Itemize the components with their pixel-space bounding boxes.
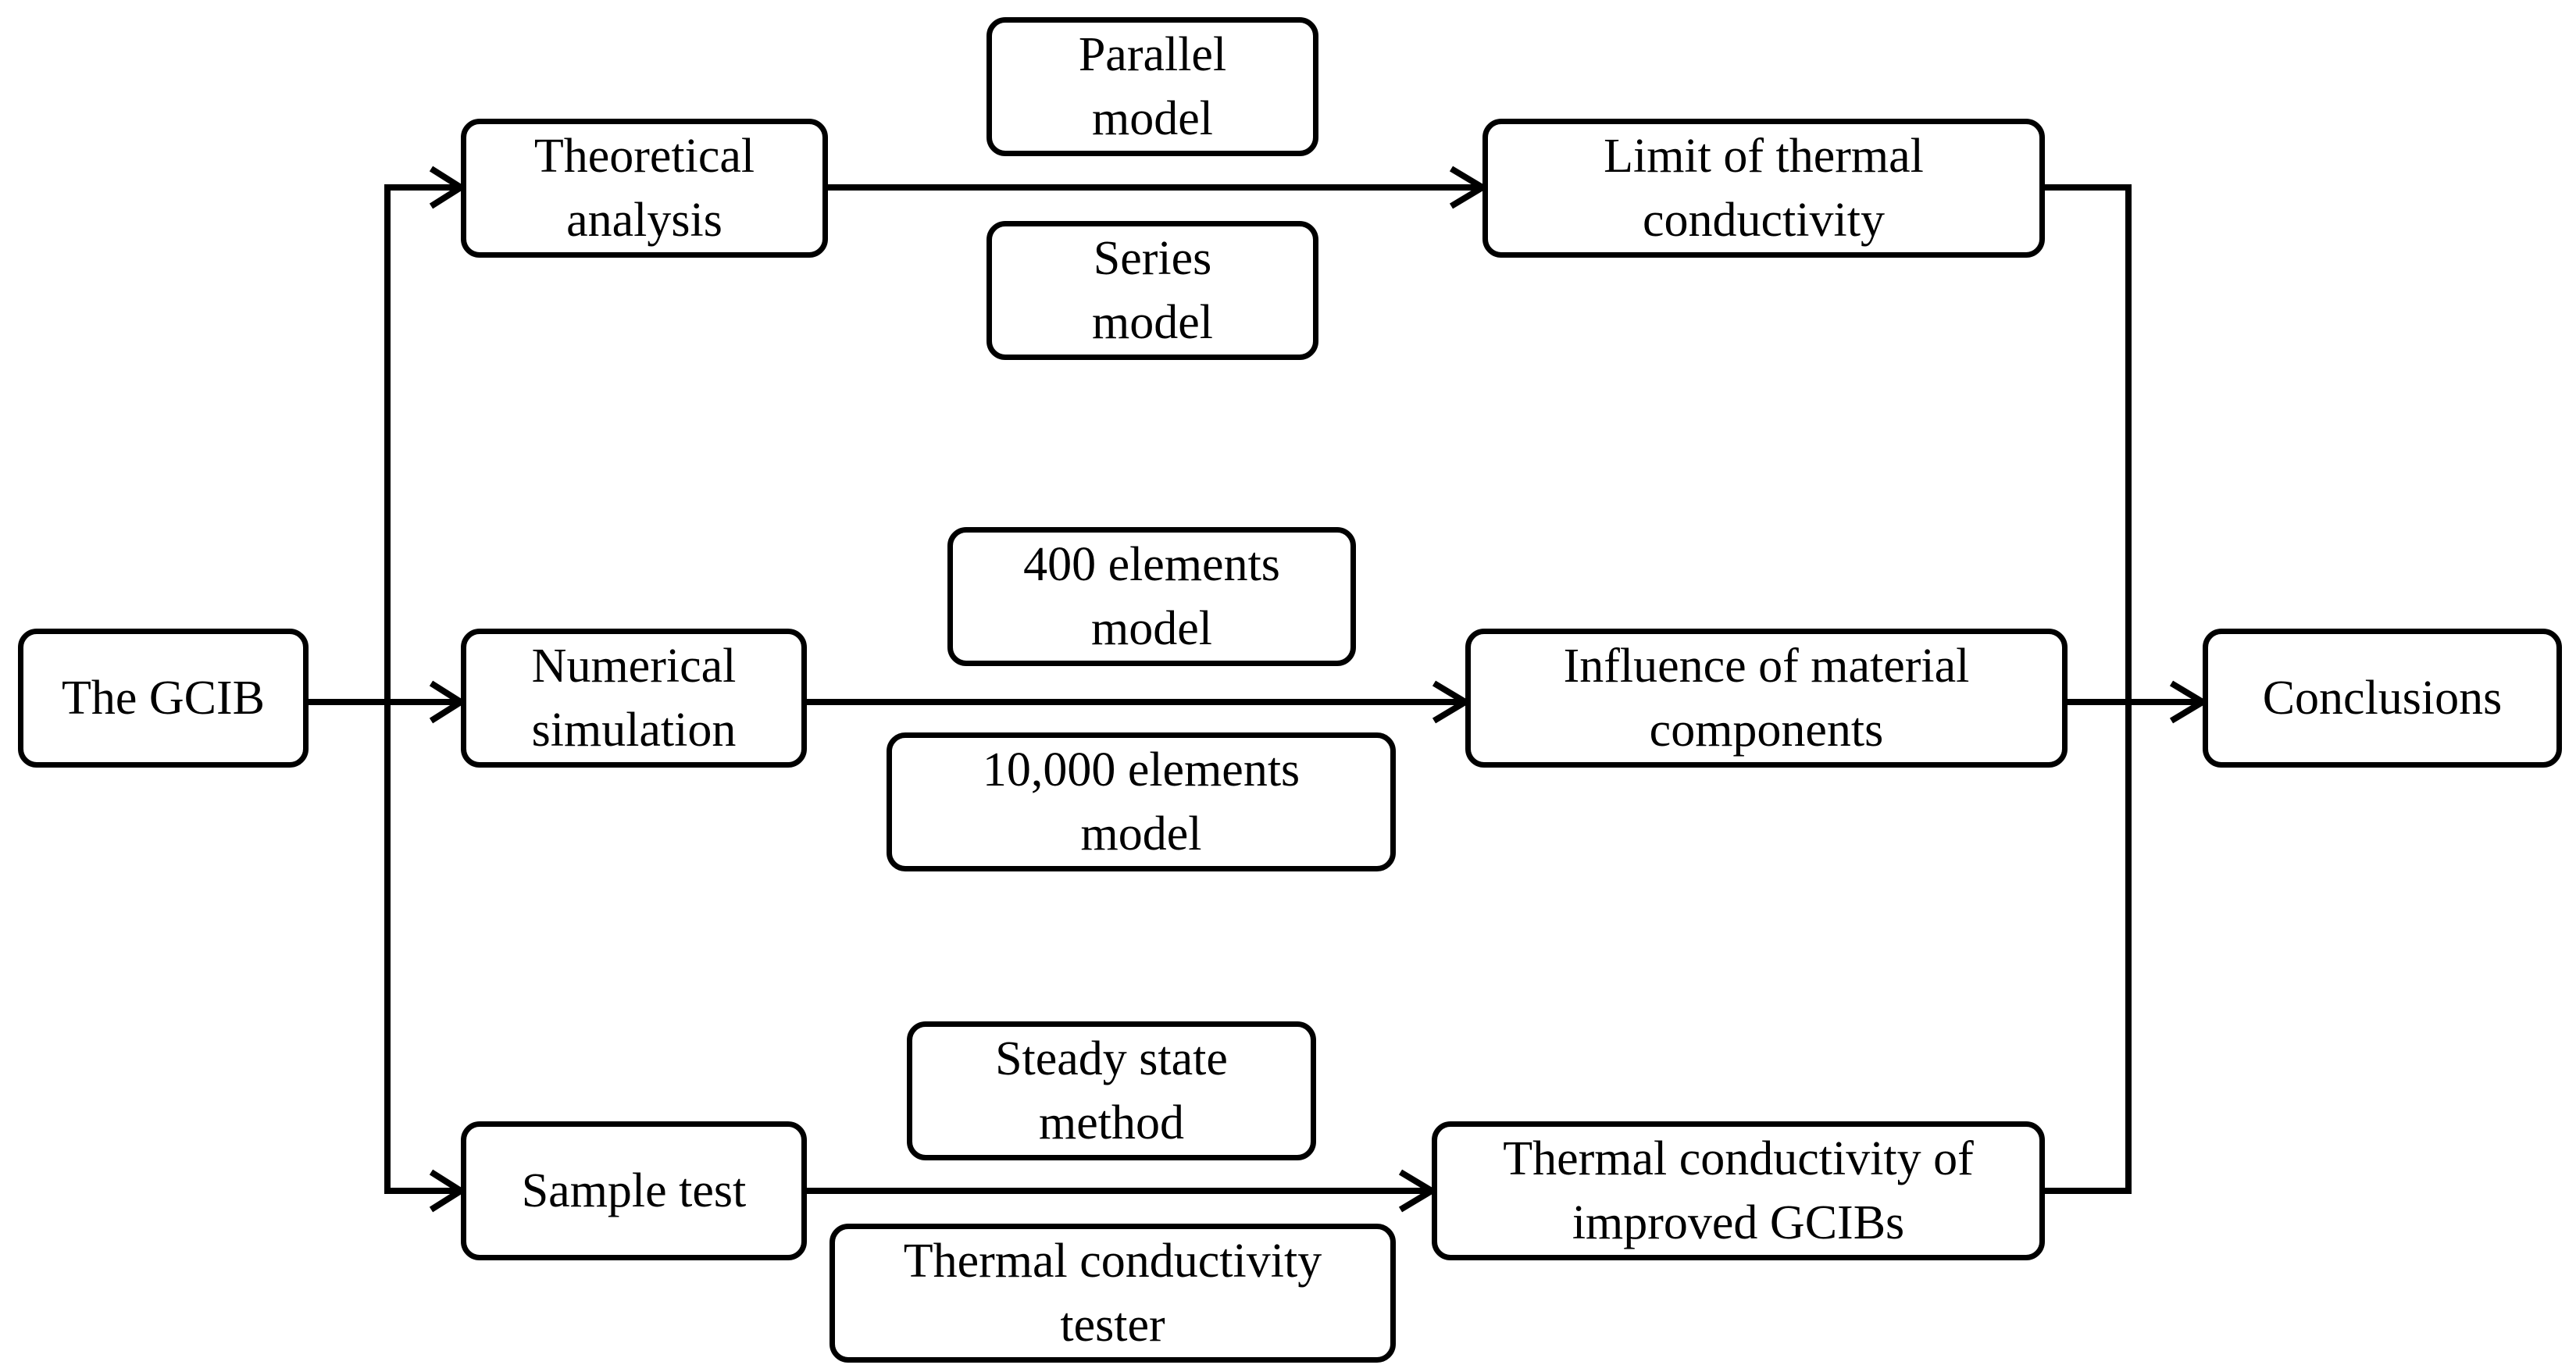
node-numerical-simulation-label: Numerical simulation (531, 640, 737, 757)
node-theoretical-analysis-label: Theoretical analysis (533, 130, 755, 247)
node-limit-of-thermal-conductivity: Limit of thermal conductivity (1482, 119, 2045, 258)
node-sample-test-label: Sample test (521, 1164, 747, 1217)
node-series-model: Series model (987, 221, 1318, 360)
node-10000-elements-model: 10,000 elements model (887, 732, 1396, 871)
node-gcib: The GCIB (18, 629, 309, 768)
node-steady-state-method-label: Steady state method (995, 1032, 1228, 1149)
node-thermal-conductivity-improved-gcibs: Thermal conductivity of improved GCIBs (1432, 1121, 2045, 1260)
node-thermal-conductivity-tester: Thermal conductivity tester (830, 1224, 1396, 1363)
node-numerical-simulation: Numerical simulation (461, 629, 807, 768)
node-influence-of-material-components: Influence of material components (1465, 629, 2068, 768)
node-conclusions-label: Conclusions (2262, 672, 2503, 725)
node-parallel-model: Parallel model (987, 17, 1318, 156)
node-theoretical-analysis: Theoretical analysis (461, 119, 828, 258)
node-steady-state-method: Steady state method (907, 1021, 1316, 1160)
edge-limit-to-spine (2045, 184, 2132, 1194)
node-series-model-label: Series model (1092, 232, 1213, 349)
node-thermal-conductivity-tester-label: Thermal conductivity tester (903, 1235, 1322, 1352)
node-limit-of-thermal-conductivity-label: Limit of thermal conductivity (1604, 130, 1924, 247)
node-400-elements-model: 400 elements model (947, 527, 1356, 666)
node-parallel-model-label: Parallel model (1078, 28, 1227, 145)
node-sample-test: Sample test (461, 1121, 807, 1260)
node-gcib-label: The GCIB (61, 672, 266, 725)
node-10000-elements-model-label: 10,000 elements model (982, 743, 1300, 861)
node-conclusions: Conclusions (2203, 629, 2562, 768)
node-thermal-conductivity-improved-gcibs-label: Thermal conductivity of improved GCIBs (1503, 1132, 1974, 1249)
node-400-elements-model-label: 400 elements model (1023, 538, 1280, 655)
node-influence-of-material-components-label: Influence of material components (1563, 640, 1970, 757)
